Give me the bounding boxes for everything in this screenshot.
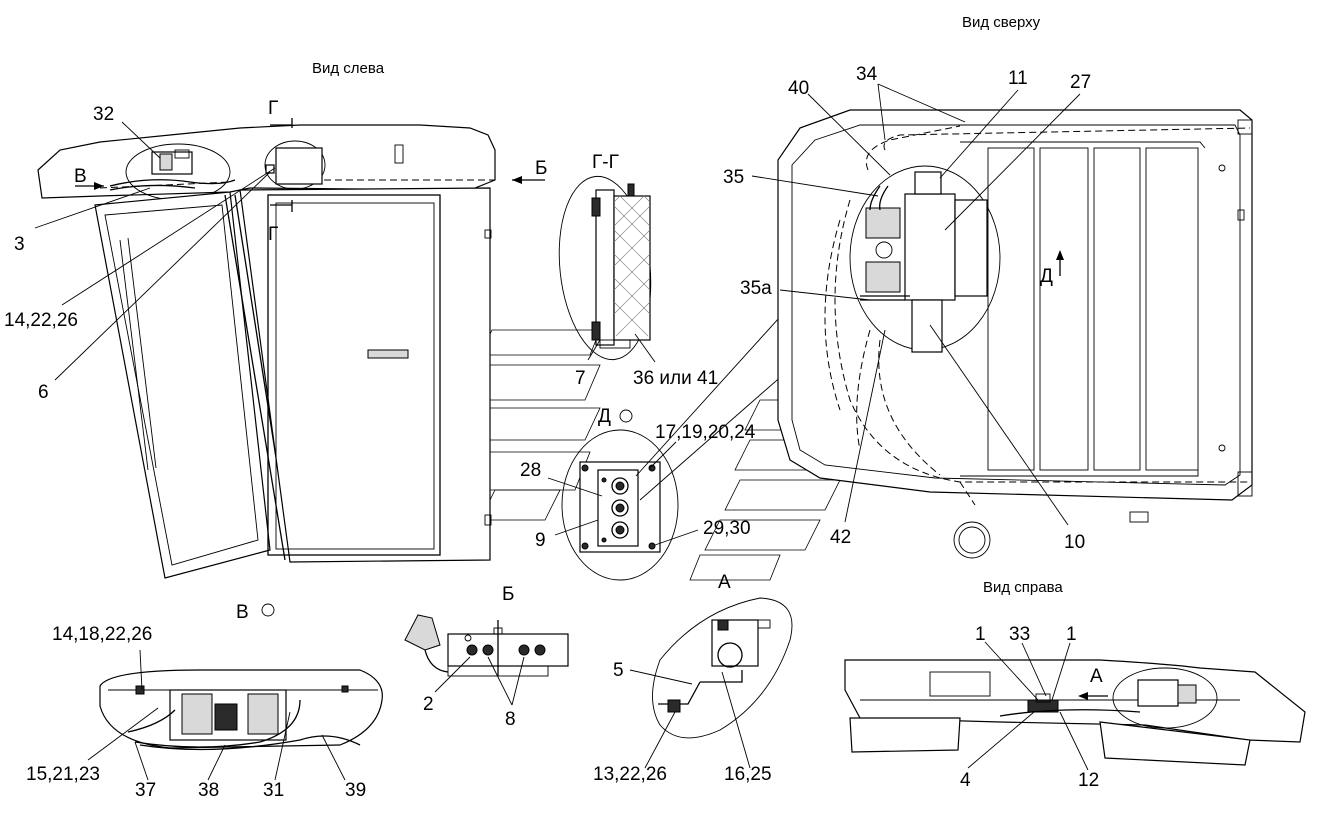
section-g-g [558,175,656,363]
view-v-title: В [236,602,249,623]
label-3: 3 [14,234,25,255]
view-d-panel [547,211,881,581]
label-4: 4 [960,770,971,791]
label-a-arrow: А [1090,666,1103,687]
label-29-30: 29,30 [703,518,751,539]
label-v-arrow: В [74,166,87,187]
view-a-detail [629,597,793,769]
label-1-right: 1 [1066,624,1077,645]
label-6: 6 [38,382,49,403]
label-31: 31 [263,780,284,801]
label-28: 28 [520,460,541,481]
label-39: 39 [345,780,366,801]
label-7: 7 [575,368,586,389]
label-8: 8 [505,709,516,730]
label-32: 32 [93,104,114,125]
view-d-title: Д [598,406,611,427]
label-35: 35 [723,167,744,188]
view-titles: Вид слева Вид сверху Вид справа Г-Г В Б … [236,14,1063,623]
label-16-25: 16,25 [724,764,772,785]
left-view-cab [34,118,545,579]
label-12: 12 [1078,770,1099,791]
label-40: 40 [788,78,809,99]
label-15-21-23: 15,21,23 [26,764,100,785]
label-10: 10 [1064,532,1085,553]
label-11: 11 [1008,68,1028,89]
label-13-22-26: 13,22,26 [593,764,667,785]
view-title-top: Вид сверху [962,14,1041,31]
label-1-left: 1 [975,624,986,645]
label-2: 2 [423,694,434,715]
label-17-19-20-24: 17,19,20,24 [655,422,756,443]
label-b-arrow: Б [535,158,547,179]
label-g-bottom: Г [268,224,278,245]
label-35a: 35а [740,278,772,299]
view-title-left: Вид слева [312,60,385,77]
label-38: 38 [198,780,219,801]
label-g-top: Г [268,98,278,119]
section-title: Г-Г [592,152,619,173]
top-view-roof [751,83,1253,559]
label-5: 5 [613,660,624,681]
view-title-right: Вид справа [983,579,1063,596]
label-14-18-22-26: 14,18,22,26 [52,624,152,645]
label-d-arrow: Д [1040,266,1053,287]
label-42: 42 [830,527,851,548]
label-33: 33 [1009,624,1030,645]
label-27: 27 [1070,72,1091,93]
label-37: 37 [135,780,156,801]
label-36-41: 36 или 41 [633,368,718,389]
view-v-detail [87,603,383,781]
label-34: 34 [856,64,878,85]
label-9: 9 [535,530,546,551]
callout-labels: 32 В 3 14,22,26 6 Г Г Б 7 36 или 41 40 3… [4,64,1103,801]
view-b-title: Б [502,584,514,605]
right-view-roof [844,641,1306,771]
view-b-detail [404,614,569,706]
label-14-22-26: 14,22,26 [4,310,78,331]
view-a-title: А [718,572,731,593]
